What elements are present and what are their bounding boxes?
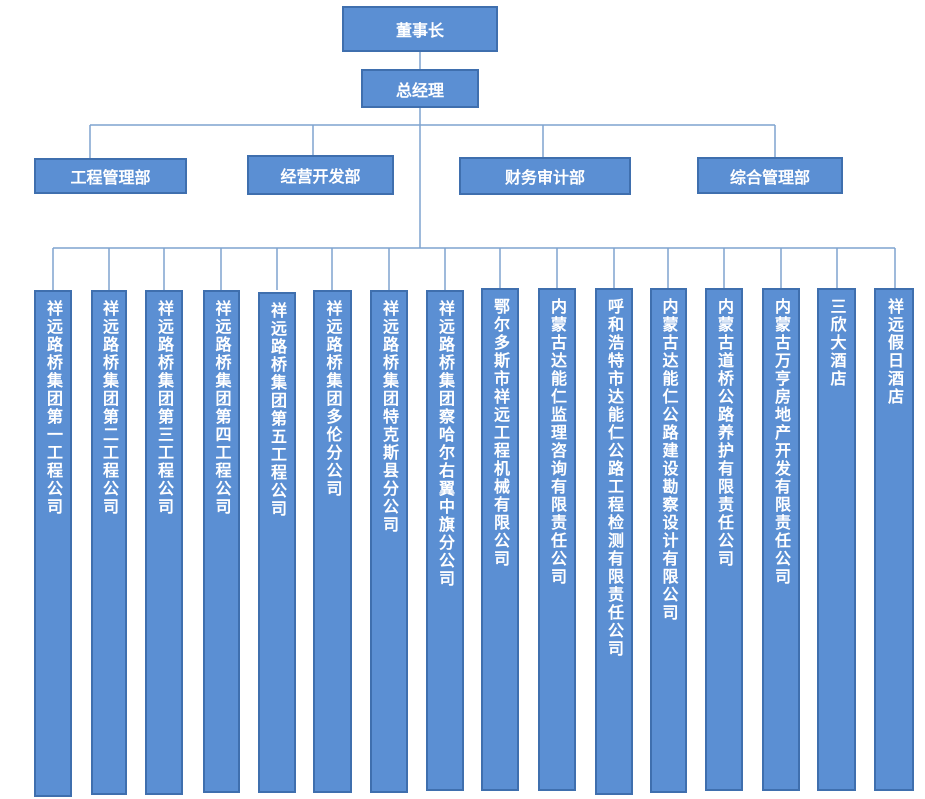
general-manager-box: 总经理	[361, 69, 479, 108]
subsidiary-label: 祥远路桥集团第三工程公司	[155, 300, 174, 516]
subsidiary-label: 内蒙古达能仁监理咨询有限责任公司	[548, 298, 567, 586]
department-box: 综合管理部	[697, 157, 843, 194]
subsidiary-box: 祥远路桥集团第三工程公司	[145, 290, 183, 795]
subsidiary-label: 祥远假日酒店	[885, 298, 904, 406]
subsidiary-box: 祥远路桥集团多伦分公司	[313, 290, 352, 793]
department-label: 财务审计部	[504, 168, 585, 187]
subsidiary-label: 内蒙古达能仁公路建设勘察设计有限公司	[659, 298, 679, 622]
department-label: 综合管理部	[729, 167, 810, 187]
subsidiary-label: 祥远路桥集团第五工程公司	[268, 302, 287, 518]
subsidiary-label: 祥远路桥集团第一工程公司	[44, 300, 63, 516]
subsidiary-box: 祥远路桥集团特克斯县分公司	[370, 290, 408, 793]
subsidiary-label: 祥远路桥集团多伦分公司	[323, 300, 343, 498]
subsidiary-box: 内蒙古达能仁公路建设勘察设计有限公司	[650, 288, 687, 793]
department-box: 财务审计部	[459, 157, 631, 195]
chairman-box: 董事长	[342, 6, 498, 52]
subsidiary-label: 祥远路桥集团第四工程公司	[212, 300, 232, 516]
subsidiary-label: 祥远路桥集团第二工程公司	[100, 300, 119, 516]
subsidiary-label: 内蒙古万亨房地产开发有限责任公司	[772, 298, 791, 586]
subsidiary-box: 祥远路桥集团第五工程公司	[258, 292, 296, 793]
subsidiary-box: 祥远假日酒店	[874, 288, 914, 791]
subsidiary-box: 三欣大酒店	[817, 288, 856, 791]
subsidiary-box: 祥远路桥集团第四工程公司	[203, 290, 240, 793]
subsidiary-label: 内蒙古道桥公路养护有限责任公司	[715, 298, 734, 568]
subsidiary-label: 祥远路桥集团特克斯县分公司	[380, 300, 399, 534]
department-box: 工程管理部	[34, 158, 187, 194]
subsidiary-label: 鄂尔多斯市祥远工程机械有限公司	[491, 298, 510, 568]
subsidiary-box: 内蒙古达能仁监理咨询有限责任公司	[538, 288, 576, 791]
department-box: 经营开发部	[247, 155, 394, 195]
department-label: 经营开发部	[280, 167, 361, 186]
subsidiary-box: 祥远路桥集团第二工程公司	[91, 290, 127, 795]
chairman-label: 董事长	[395, 21, 444, 40]
subsidiary-label: 祥远路桥集团察哈尔右翼中旗分公司	[436, 300, 455, 588]
subsidiary-box: 祥远路桥集团第一工程公司	[34, 290, 72, 797]
general-manager-label: 总经理	[395, 80, 444, 100]
subsidiary-box: 内蒙古万亨房地产开发有限责任公司	[762, 288, 800, 791]
subsidiary-box: 鄂尔多斯市祥远工程机械有限公司	[481, 288, 519, 791]
subsidiary-label: 呼和浩特市达能仁公路工程检测有限责任公司	[605, 298, 624, 658]
subsidiary-box: 祥远路桥集团察哈尔右翼中旗分公司	[426, 290, 464, 791]
subsidiary-label: 三欣大酒店	[827, 298, 847, 388]
department-label: 工程管理部	[70, 168, 151, 187]
subsidiary-box: 呼和浩特市达能仁公路工程检测有限责任公司	[595, 288, 633, 795]
subsidiary-box: 内蒙古道桥公路养护有限责任公司	[705, 288, 743, 791]
